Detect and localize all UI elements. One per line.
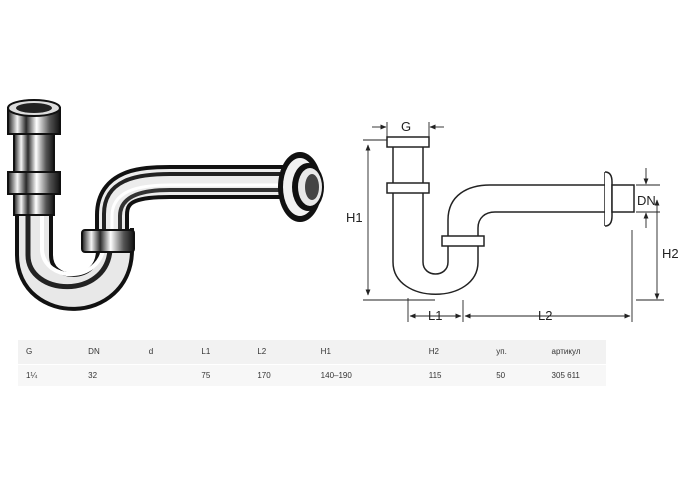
cell-h1: 140–190 bbox=[320, 370, 352, 380]
spec-table: G DN d L1 L2 H1 H2 уп. артикул 1¼ 32 75 … bbox=[18, 340, 606, 386]
header-dn: DN bbox=[80, 340, 141, 365]
cell-article: 305 611 bbox=[551, 370, 580, 380]
header-pack-qty: уп. bbox=[488, 340, 544, 365]
spec-table-header: G DN d L1 L2 H1 H2 уп. артикул bbox=[18, 340, 606, 365]
dim-label-h2: H2 bbox=[662, 246, 679, 261]
dim-label-l1: L1 bbox=[428, 308, 442, 323]
cell-d bbox=[141, 364, 194, 386]
cell-pack-qty: 50 bbox=[496, 370, 506, 380]
siphon-illustrations: G DN H1 H2 L1 L2 bbox=[7, 99, 679, 323]
header-h1: H1 bbox=[312, 340, 421, 365]
cell-dn: 32 bbox=[88, 370, 98, 380]
siphon-dimension-drawing bbox=[386, 136, 635, 295]
dim-label-h1: H1 bbox=[346, 210, 363, 225]
header-g: G bbox=[18, 340, 81, 365]
table-row: 1¼ 32 75 170 140–190 115 50 305 611 bbox=[18, 364, 606, 386]
dimension-lines bbox=[363, 122, 664, 322]
cell-g: 1¼ bbox=[26, 370, 38, 380]
siphon-photo bbox=[7, 99, 324, 311]
header-l2: L2 bbox=[249, 340, 313, 365]
cell-h2: 115 bbox=[428, 370, 442, 380]
header-l1: L1 bbox=[193, 340, 250, 365]
product-figure: G DN H1 H2 L1 L2 bbox=[7, 99, 679, 323]
header-d: d bbox=[140, 340, 194, 365]
header-article: артикул bbox=[543, 340, 606, 365]
dim-label-dn: DN bbox=[637, 193, 656, 208]
dim-label-g: G bbox=[401, 119, 411, 134]
header-h2: H2 bbox=[420, 340, 489, 365]
cell-l1: 75 bbox=[201, 370, 211, 380]
dim-label-l2: L2 bbox=[538, 308, 552, 323]
cell-l2: 170 bbox=[257, 370, 271, 380]
